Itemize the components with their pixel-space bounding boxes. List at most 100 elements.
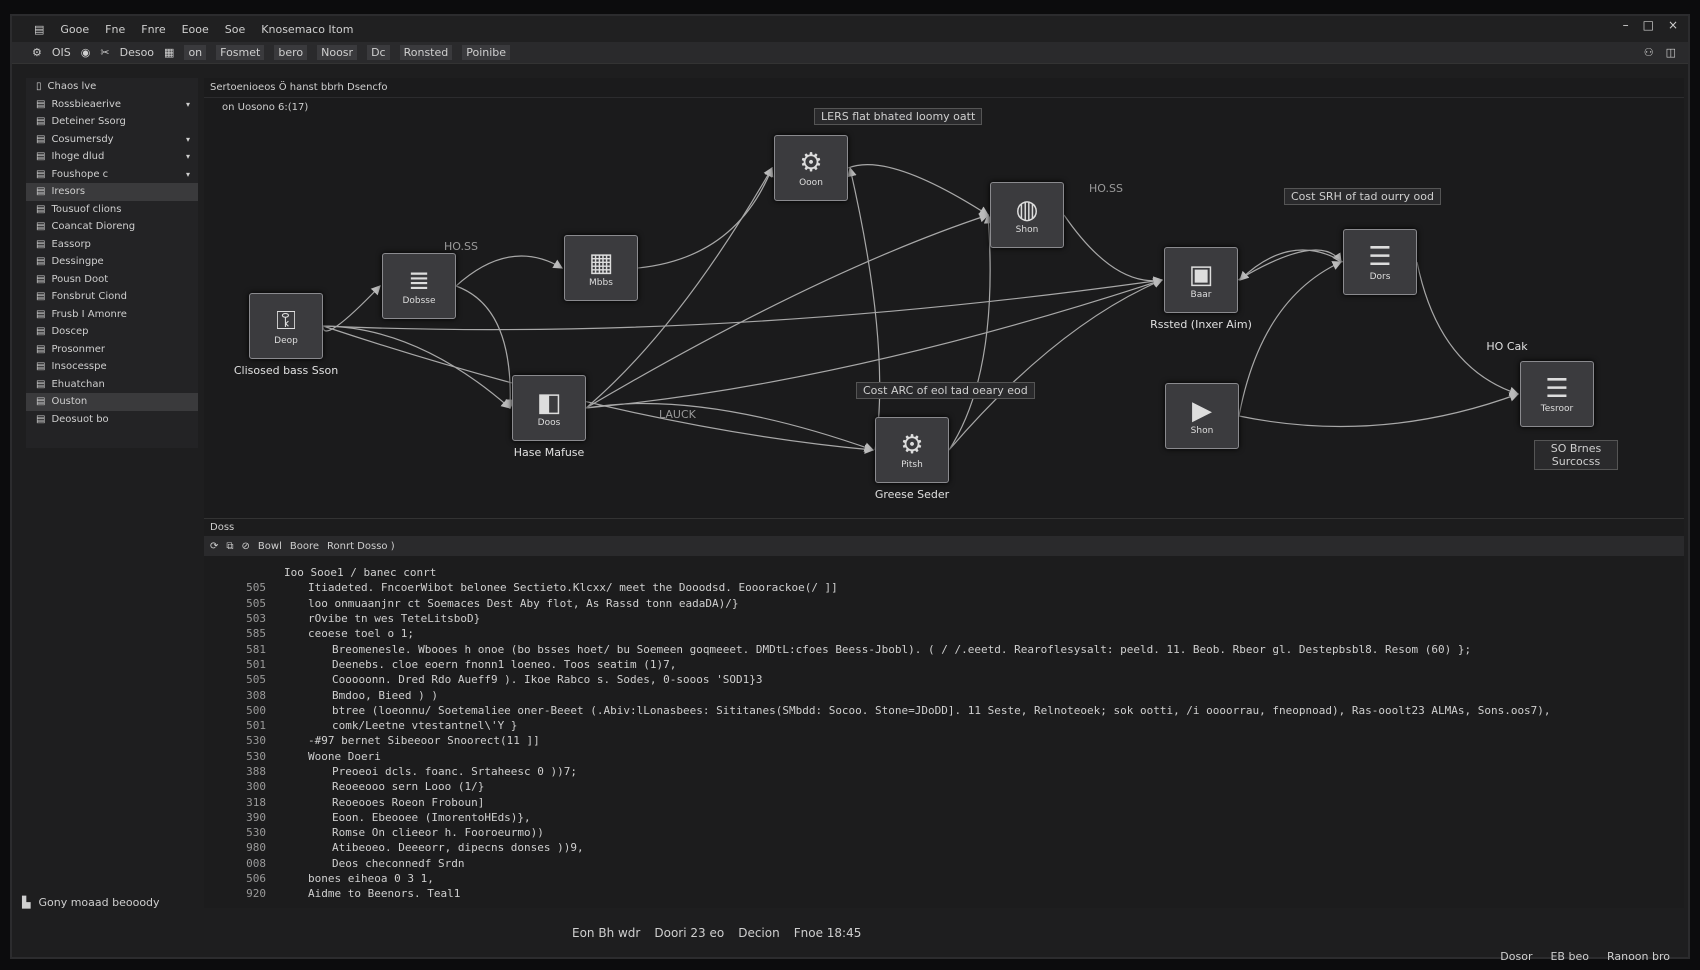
scissors-icon[interactable]: ✂ — [100, 46, 110, 59]
graph-node[interactable]: ⚙Pitsh — [875, 417, 949, 483]
sidebar-item[interactable]: ▤Deteiner Ssorg — [26, 113, 198, 131]
menu-item[interactable]: Gooe — [60, 22, 90, 36]
gear-icon[interactable]: ⚙ — [32, 46, 42, 59]
file-icon: ▯ — [36, 81, 42, 93]
code-text: Romse On clieeor h. Fooroeurmo)) — [332, 826, 544, 840]
graph-node[interactable]: ▣Baar — [1164, 247, 1238, 313]
sidebar-item-label: Fonsbrut Ciond — [51, 291, 127, 303]
menu-item[interactable]: Fnre — [141, 22, 166, 36]
toolbar-item[interactable]: Fosmet — [216, 45, 265, 60]
sidebar-item[interactable]: ▤Prosonmer — [26, 341, 198, 359]
code-text: comk/Leetne vtestantnel\'Y } — [332, 719, 518, 733]
graph-edge — [847, 164, 990, 216]
graph-edge — [585, 166, 773, 409]
sidebar-item[interactable]: ▤Fonsbrut Ciond — [26, 288, 198, 306]
node-tag: Shon — [1190, 426, 1214, 436]
toolbar-item[interactable]: Poinibe — [462, 45, 511, 60]
cloud-icon: ⚙ — [799, 148, 823, 178]
toolbar-item[interactable]: Noosr — [317, 45, 358, 60]
edge-label: HO.SS — [1089, 182, 1123, 195]
sidebar-item[interactable]: ▤Tousuof clions — [26, 201, 198, 219]
toolbar-item[interactable]: bero — [274, 45, 308, 60]
toolbar-item[interactable]: Dc — [367, 45, 390, 60]
sidebar-item[interactable]: ▤Rossbieaerive▾ — [26, 96, 198, 114]
chevron-down-icon[interactable]: ▾ — [185, 134, 190, 144]
panel-icon[interactable]: ◫ — [1665, 46, 1676, 59]
graph-node[interactable]: ▶Shon — [1165, 383, 1239, 449]
node-tag: Doos — [537, 418, 561, 428]
eye-icon[interactable]: ◉ — [80, 46, 91, 59]
graph-node[interactable]: ☰Tesroor — [1520, 361, 1594, 427]
user-icon[interactable]: ⚇ — [1643, 46, 1654, 59]
sidebar-item[interactable]: ▤Foushope c▾ — [26, 166, 198, 184]
code-text: btree (loeonnu/ Soetemaliee oner-Beeet (… — [332, 703, 1551, 717]
sidebar-item[interactable]: ▤Insocesspe — [26, 358, 198, 376]
sidebar-item[interactable]: ▤Deosuot bo — [26, 411, 198, 429]
menu-item[interactable]: Eooe — [181, 22, 209, 36]
status-left: ▙ Gony moaad beooody — [22, 896, 160, 909]
chevron-down-icon[interactable]: ▾ — [185, 169, 190, 179]
sidebar-item[interactable]: ▤Doscep — [26, 323, 198, 341]
panel-tab[interactable]: Boore — [289, 540, 319, 552]
toolbar-item[interactable]: Ronsted — [399, 45, 453, 60]
sidebar-item[interactable]: ▤Cosumersdy▾ — [26, 131, 198, 149]
graph-node[interactable]: ▦Mbbs — [564, 235, 638, 301]
terminal-icon[interactable]: ▙ — [22, 896, 31, 909]
menu-bar: ▤ Gooe Fne Fnre Eooe Soe Knosemaco Itom — [12, 16, 1688, 42]
sidebar-item[interactable]: ▤Dessingpe — [26, 253, 198, 271]
close-button[interactable]: × — [1667, 18, 1678, 32]
edge-label: HO.SS — [444, 240, 478, 253]
sidebar-item[interactable]: ▤Ouston — [26, 393, 198, 411]
toolbar-item[interactable]: OIS — [51, 46, 71, 59]
graph-node[interactable]: ◧Doos — [512, 375, 586, 441]
sidebar-item[interactable]: ▤Ehuatchan — [26, 376, 198, 394]
maximize-button[interactable]: □ — [1642, 18, 1654, 32]
sidebar-item-label: Eassorp — [51, 238, 91, 250]
sidebar-header[interactable]: ▯Chaos lve — [26, 78, 198, 96]
graph-edge — [948, 213, 994, 451]
output-panel: Doss ⟳ ⧉ ⊘ Bowl Boore Ronrt Dosso ) Ioo … — [204, 518, 1684, 908]
chevron-down-icon[interactable]: ▾ — [185, 99, 190, 109]
toolbar-item[interactable]: Desoo — [119, 46, 155, 59]
item-icon: ▤ — [36, 256, 46, 268]
node-tag: Pitsh — [901, 460, 923, 470]
minimize-button[interactable]: – — [1622, 18, 1629, 32]
graph-node[interactable]: ⚿Deop — [249, 293, 323, 359]
sidebar-item[interactable]: ▤Frusb I Amonre — [26, 306, 198, 324]
graph-node[interactable]: ≣Dobsse — [382, 253, 456, 319]
sidebar-item[interactable]: ▤Coancat Dioreng — [26, 218, 198, 236]
graph-canvas[interactable]: Sertoenioeos Ö hanst bbrh Dsencfo on Uos… — [204, 78, 1684, 518]
graph-edge — [1237, 249, 1342, 281]
graph-node[interactable]: ◍Shon — [990, 182, 1064, 248]
graph-edge — [585, 278, 1164, 409]
graph-node[interactable]: ⚙Ooon — [774, 135, 848, 201]
menu-item[interactable]: Fne — [105, 22, 126, 36]
menu-item[interactable]: Knosemaco Itom — [261, 22, 354, 36]
grid-icon[interactable]: ▦ — [164, 46, 175, 59]
toolbar-item[interactable]: on — [184, 45, 207, 60]
refresh-icon[interactable]: ⟳ — [210, 540, 219, 552]
callout: Cost SRH of tad ourry ood — [1284, 188, 1441, 205]
copy-icon[interactable]: ⧉ — [226, 540, 234, 552]
clear-icon[interactable]: ⊘ — [241, 540, 250, 552]
panel-tab[interactable]: Bowl — [257, 540, 282, 552]
sidebar-item[interactable]: ▤Ihoge dlud▾ — [26, 148, 198, 166]
sidebar-item[interactable]: ▤Eassorp — [26, 236, 198, 254]
sidebar-item[interactable]: ▤Pousn Doot — [26, 271, 198, 289]
sidebar-item[interactable]: ▤Iresors — [26, 183, 198, 201]
panel-tab[interactable]: Ronrt Dosso ) — [327, 540, 395, 552]
line-number: 530 — [246, 734, 266, 748]
callout: Cost ARC of eol tad oeary eod — [856, 382, 1035, 399]
chevron-down-icon[interactable]: ▾ — [185, 152, 190, 162]
menu-item[interactable]: Soe — [224, 22, 246, 36]
graph-edge — [455, 255, 564, 287]
gear-icon: ⚙ — [900, 430, 924, 460]
graph-node[interactable]: ☰Dors — [1343, 229, 1417, 295]
graph-edge — [322, 285, 381, 332]
graph-edge — [322, 276, 1164, 331]
line-number: 501 — [246, 719, 266, 733]
list-icon: ☰ — [1545, 374, 1569, 404]
